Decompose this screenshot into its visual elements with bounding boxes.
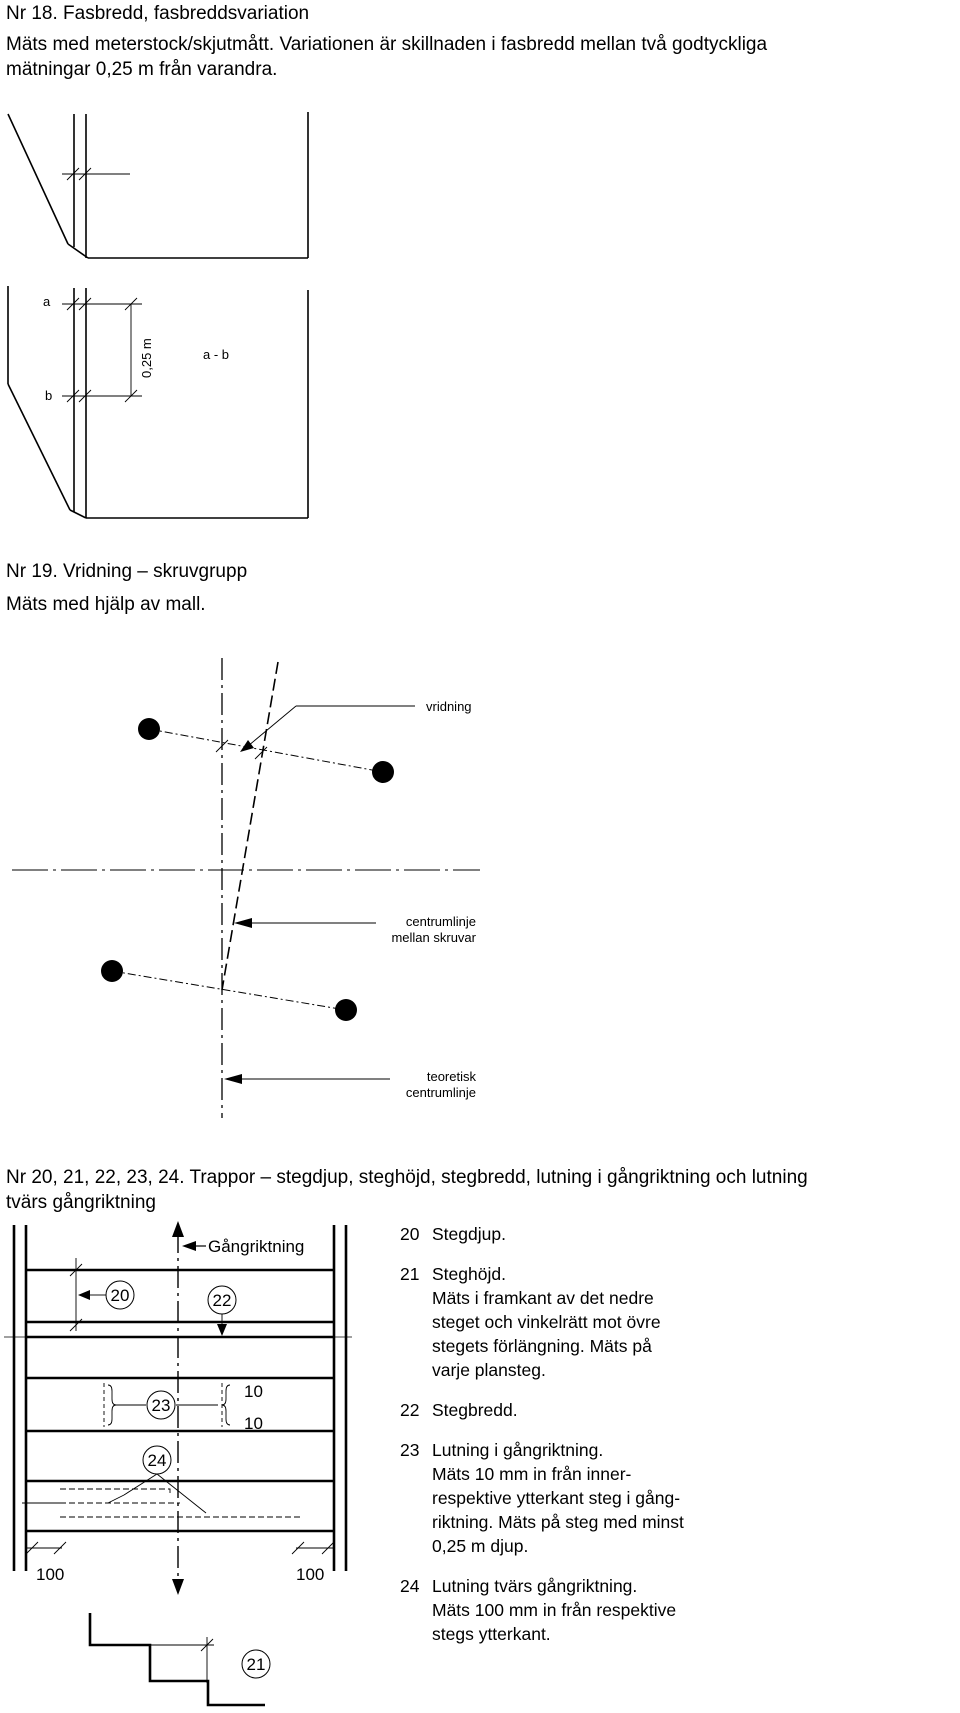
legend-number: 22 [400, 1400, 420, 1420]
nr19-figure: vridning centrumlinje mellan skruvar teo… [12, 658, 480, 1118]
nr20-heading-line2: tvärs gångriktning [6, 1192, 156, 1213]
nr18-chamfer-measure [7, 286, 309, 519]
legend-line: riktning. Mäts på steg med minst [432, 1512, 684, 1532]
nr19-bolt-2 [372, 761, 394, 783]
legend-number: 21 [400, 1264, 420, 1284]
nr19-bolt-3 [101, 960, 123, 982]
nr20-ten-b: 10 [244, 1414, 263, 1433]
nr19-label-centrum2: mellan skruvar [391, 930, 476, 945]
nr20-stair-figure: Gångriktning 20 22 23 10 10 [4, 1221, 352, 1707]
nr20-circle-20: 20 [111, 1286, 130, 1305]
legend-line: respektive ytterkant steg i gång- [432, 1488, 681, 1508]
nr18-text-line1: Mäts med meterstock/skjutmått. Variation… [6, 34, 768, 55]
legend-line: Stegdjup. [432, 1224, 506, 1244]
nr18-diff-label: a - b [203, 347, 229, 362]
nr18-text-line2: mätningar 0,25 m från varandra. [6, 59, 278, 80]
nr20-legend-list: 20 Stegdjup. 21 Steghöjd. Mäts i framkan… [400, 1222, 760, 1662]
nr19-label-vridning: vridning [426, 699, 472, 714]
nr20-circle-22: 22 [213, 1291, 232, 1310]
legend-line: 0,25 m djup. [432, 1536, 529, 1556]
nr20-walking-direction-arrow [172, 1221, 206, 1595]
legend-line: varje plansteg. [432, 1360, 546, 1380]
nr18-chamfer-top [7, 112, 309, 259]
legend-number: 24 [400, 1576, 420, 1596]
nr18-dim-label: 0,25 m [139, 338, 154, 378]
nr20-dim-20 [69, 1258, 135, 1332]
legend-number: 20 [400, 1224, 420, 1244]
nr20-dim-23 [103, 1383, 231, 1427]
legend-line: Mäts 10 mm in från inner- [432, 1464, 632, 1484]
nr19-bolt-line-top [148, 728, 384, 773]
nr18-heading: Nr 18. Fasbredd, fasbreddsvariation [6, 3, 310, 24]
legend-item-22: 22 Stegbredd. [400, 1398, 760, 1422]
nr20-hundred-a: 100 [36, 1565, 64, 1584]
nr19-leader-centrum [234, 918, 376, 928]
nr19-rotated-centerline [221, 661, 279, 991]
legend-line: Mäts 100 mm in från respektive [432, 1600, 677, 1620]
nr20-dim-100 [25, 1541, 335, 1555]
nr19-bolt-4 [335, 999, 357, 1021]
nr20-circle-23: 23 [152, 1396, 171, 1415]
nr20-step-profile [88, 1613, 271, 1707]
nr20-stair-walls [12, 1225, 348, 1571]
legend-item-20: 20 Stegdjup. [400, 1222, 760, 1246]
nr18-label-a: a [43, 294, 51, 309]
nr20-dim-24 [22, 1445, 300, 1518]
legend-item-23: 23 Lutning i gångriktning. Mäts 10 mm in… [400, 1438, 760, 1558]
legend-line: stegets förlängning. Mäts på [432, 1336, 652, 1356]
legend-line: steget och vinkelrätt mot övre [432, 1312, 661, 1332]
legend-item-24: 24 Lutning tvärs gångriktning. Mäts 100 … [400, 1574, 760, 1646]
legend-number: 23 [400, 1440, 420, 1460]
nr19-label-teor2: centrumlinje [406, 1085, 476, 1100]
legend-line: Stegbredd. [432, 1400, 518, 1420]
nr20-gangriktning-label: Gångriktning [208, 1237, 304, 1256]
legend-item-21: 21 Steghöjd. Mäts i framkant av det nedr… [400, 1262, 760, 1382]
nr19-leader-vridning [240, 705, 415, 752]
nr20-ten-a: 10 [244, 1382, 263, 1401]
legend-line: Steghöjd. [432, 1264, 506, 1284]
nr20-circle-21: 21 [247, 1655, 266, 1674]
nr19-label-centrum1: centrumlinje [406, 914, 476, 929]
legend-line: Lutning i gångriktning. [432, 1440, 604, 1460]
nr20-dim-22 [207, 1285, 237, 1336]
nr20-heading-line1: Nr 20, 21, 22, 23, 24. Trappor – stegdju… [6, 1167, 808, 1188]
nr19-heading: Nr 19. Vridning – skruvgrupp [6, 561, 248, 582]
nr20-circle-24: 24 [148, 1451, 167, 1470]
legend-line: Lutning tvärs gångriktning. [432, 1576, 638, 1596]
nr19-bolt-line-bottom [111, 970, 347, 1011]
legend-line: stegs ytterkant. [432, 1624, 551, 1644]
legend-line: Mäts i framkant av det nedre [432, 1288, 654, 1308]
nr19-ticks [215, 739, 268, 760]
nr19-label-teor1: teoretisk [427, 1069, 477, 1084]
nr20-hundred-b: 100 [296, 1565, 324, 1584]
nr19-text-line1: Mäts med hjälp av mall. [6, 594, 206, 615]
nr19-leader-teoretisk [224, 1074, 390, 1084]
nr18-figure: a b 0,25 m a - b [7, 112, 309, 519]
nr19-bolt-1 [138, 718, 160, 740]
nr18-label-b: b [45, 388, 52, 403]
